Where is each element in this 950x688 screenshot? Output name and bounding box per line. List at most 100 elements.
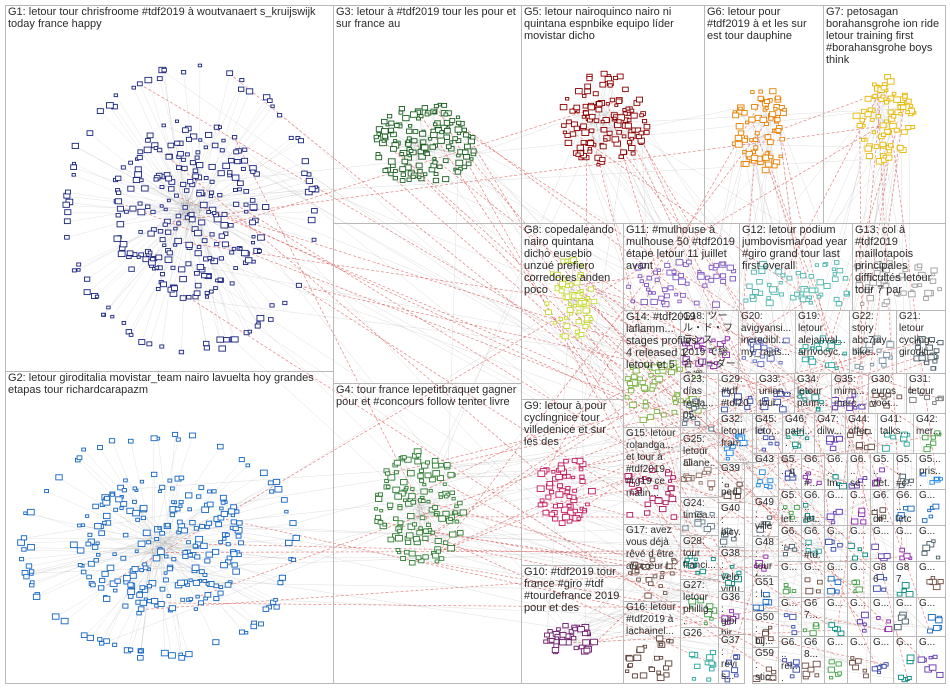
node-vertex bbox=[219, 506, 224, 511]
node-vertex bbox=[443, 462, 451, 468]
node-vertex bbox=[156, 76, 163, 82]
edge bbox=[580, 126, 615, 154]
edge bbox=[83, 449, 166, 539]
group-g28: G28: tour franci... bbox=[680, 535, 718, 579]
node-layer bbox=[17, 63, 944, 683]
node-vertex bbox=[201, 238, 208, 244]
cross-group-edge bbox=[573, 500, 724, 543]
node-vertex bbox=[292, 534, 300, 541]
group-label: G5... #c... bbox=[896, 454, 913, 489]
edge bbox=[599, 104, 821, 583]
node-vertex bbox=[413, 536, 420, 542]
node-vertex bbox=[121, 488, 127, 493]
edge bbox=[764, 110, 812, 359]
group-g8: G8: copedaleando nairo quintana dicho eu… bbox=[521, 223, 623, 399]
group-label: G68... bbox=[804, 637, 818, 660]
group-g17: G17: avez vous déjà rêvé d être au cœur … bbox=[623, 524, 680, 601]
node-vertex bbox=[442, 176, 450, 183]
edge bbox=[69, 202, 181, 216]
group-label: G37: revis... web... bbox=[721, 635, 740, 682]
node-vertex bbox=[209, 190, 215, 195]
node-vertex bbox=[166, 566, 173, 572]
cross-group-edge bbox=[583, 302, 861, 435]
node-vertex bbox=[237, 187, 242, 192]
node-vertex bbox=[269, 489, 275, 494]
group-g60: G6... let... bbox=[801, 489, 824, 525]
node-vertex bbox=[196, 191, 202, 197]
node-vertex bbox=[207, 256, 213, 261]
edge bbox=[184, 202, 256, 222]
node-vertex bbox=[428, 488, 433, 493]
edge bbox=[75, 146, 816, 554]
group-g98: G... bbox=[824, 561, 847, 597]
node-vertex bbox=[23, 511, 28, 515]
group-label: G... bbox=[781, 562, 798, 573]
group-g22: G22: story abc7jay bike... bbox=[849, 310, 896, 373]
node-vertex bbox=[23, 574, 30, 580]
node-vertex bbox=[217, 590, 224, 596]
edge bbox=[168, 546, 291, 560]
group-label: G34: letour pann... bbox=[797, 374, 828, 409]
group-g93: G... bbox=[824, 525, 847, 561]
node-vertex bbox=[444, 128, 451, 134]
group-label: G47: dilw... bbox=[817, 414, 843, 437]
node-vertex bbox=[120, 500, 128, 507]
cross-group-edge bbox=[438, 357, 937, 553]
group-label: G... bbox=[827, 562, 844, 573]
edge bbox=[95, 547, 162, 550]
edge bbox=[601, 103, 612, 120]
node-vertex bbox=[165, 175, 173, 182]
node-vertex bbox=[188, 432, 196, 439]
node-vertex bbox=[373, 134, 379, 140]
edge bbox=[149, 215, 192, 345]
node-vertex bbox=[243, 202, 249, 207]
node-vertex bbox=[219, 494, 227, 501]
node-vertex bbox=[209, 179, 215, 184]
group-g109: G... bbox=[870, 636, 893, 683]
edge bbox=[560, 475, 700, 507]
cross-group-edge bbox=[623, 152, 778, 351]
node-vertex bbox=[193, 290, 201, 296]
node-vertex bbox=[203, 176, 209, 181]
edge bbox=[111, 441, 155, 545]
node-vertex bbox=[456, 530, 464, 536]
node-vertex bbox=[208, 163, 216, 170]
group-label: G... bbox=[873, 526, 890, 537]
edge bbox=[114, 107, 193, 219]
node-vertex bbox=[406, 470, 415, 477]
node-vertex bbox=[187, 507, 192, 512]
group-g110: G... bbox=[893, 636, 916, 683]
cross-group-edge bbox=[728, 130, 898, 663]
node-vertex bbox=[417, 148, 424, 155]
group-g54: G6... se... bbox=[847, 453, 870, 489]
cross-group-edge bbox=[885, 90, 937, 480]
edge bbox=[74, 206, 196, 271]
node-vertex bbox=[163, 207, 168, 212]
node-vertex bbox=[177, 579, 185, 587]
edge bbox=[118, 499, 169, 545]
cross-group-edge bbox=[188, 297, 774, 673]
node-vertex bbox=[121, 321, 127, 325]
group-g111: G... bbox=[916, 636, 945, 683]
node-vertex bbox=[20, 535, 28, 541]
node-vertex bbox=[86, 130, 94, 136]
edge bbox=[118, 178, 192, 206]
node-vertex bbox=[377, 492, 384, 497]
edge bbox=[191, 219, 249, 262]
node-vertex bbox=[215, 521, 222, 528]
node-vertex bbox=[465, 161, 472, 167]
node-vertex bbox=[174, 140, 181, 146]
edge bbox=[159, 542, 231, 583]
node-vertex bbox=[116, 205, 124, 212]
edge bbox=[761, 132, 777, 163]
node-vertex bbox=[428, 137, 433, 141]
group-label: G20: avigyansi... incredibl... my_rajas.… bbox=[741, 311, 792, 358]
node-vertex bbox=[421, 105, 429, 111]
edge bbox=[66, 196, 189, 211]
node-vertex bbox=[123, 575, 131, 582]
node-vertex bbox=[113, 235, 122, 242]
node-vertex bbox=[171, 285, 178, 291]
node-vertex bbox=[257, 234, 265, 241]
node-vertex bbox=[425, 460, 431, 465]
